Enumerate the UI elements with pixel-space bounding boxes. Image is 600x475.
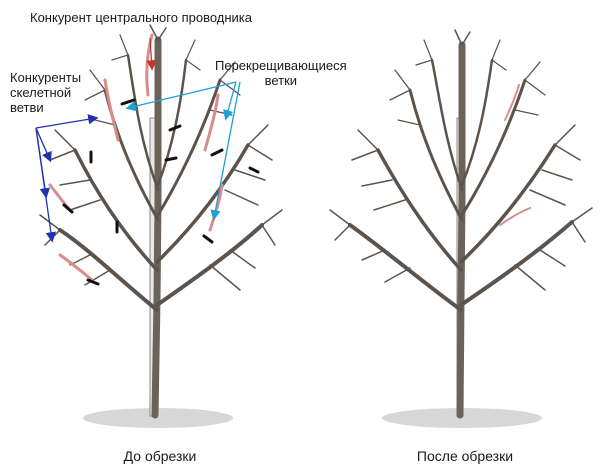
annotation-arrows (35, 37, 241, 243)
arrow-skeletal-4 (35, 127, 51, 199)
ground-left (83, 408, 233, 428)
arrow-crossing-2 (223, 81, 237, 121)
ground-right (382, 408, 542, 428)
arrow-skeletal-2 (35, 127, 52, 163)
tree-after-pruning (329, 29, 593, 419)
label-leader-competitor: Конкурент центрального проводника (30, 10, 252, 25)
label-crossing-branches: Перекрещивающиеся ветки (215, 58, 347, 88)
label-skeletal-competitors: Конкуренты скелетной ветви (10, 70, 82, 115)
arrow-crossing-1 (125, 81, 237, 112)
arrow-crossing-3 (210, 81, 241, 221)
trunk-right (456, 41, 466, 419)
caption-after: После обрезки (416, 448, 514, 464)
caption-before: До обрезки (123, 448, 197, 464)
arrow-skeletal-1 (35, 114, 99, 129)
tree-before-pruning (39, 24, 283, 419)
arrow-leader-competitor (146, 37, 157, 71)
trunk-left (151, 36, 162, 419)
